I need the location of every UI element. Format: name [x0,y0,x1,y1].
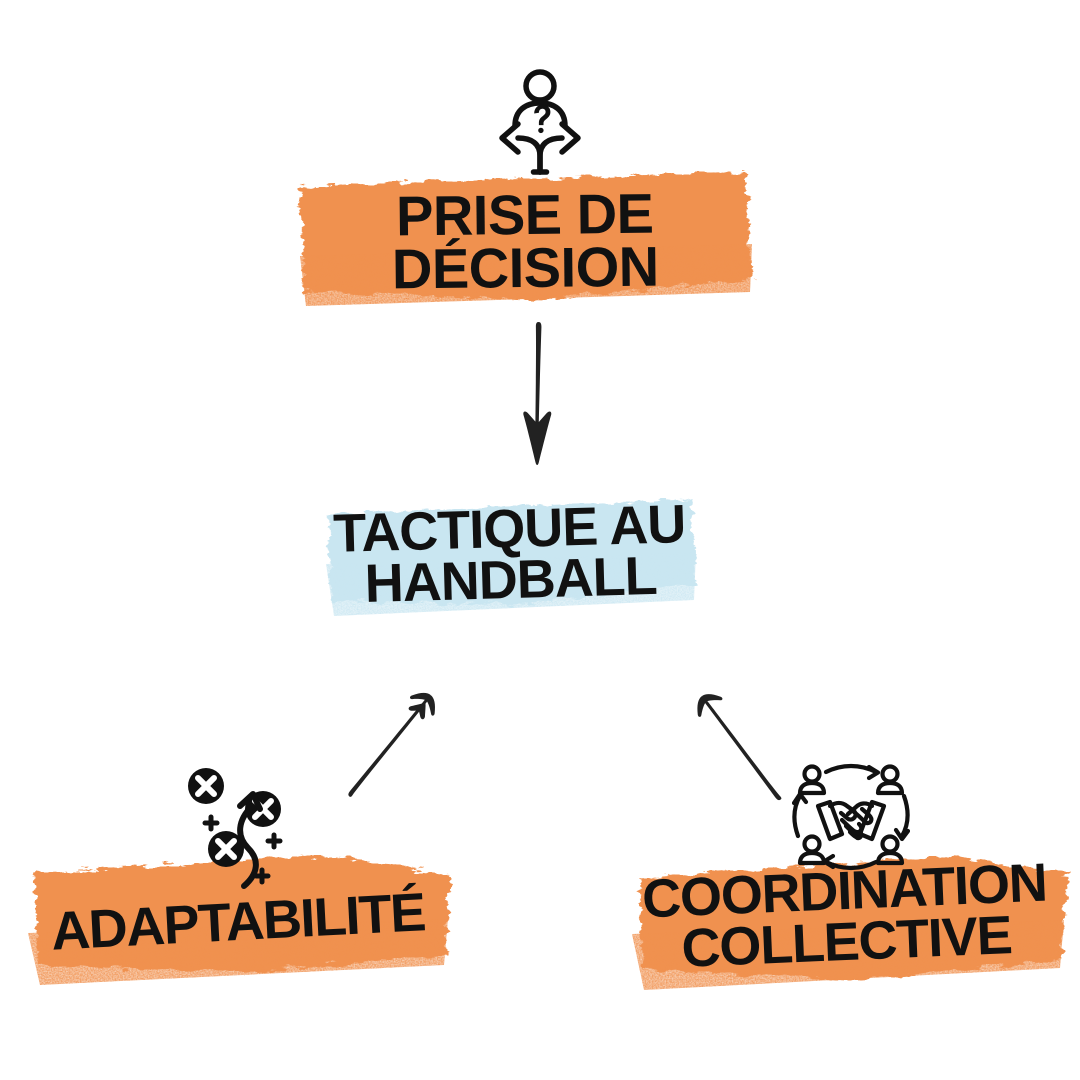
teamwork-handshake-icon [791,762,911,874]
node-label-tactique-au-handball: TACTIQUE AU HANDBALL [332,494,687,615]
node-label-prise-de-decision: PRISE DE DÉCISION [391,181,659,301]
arrow-up-left-icon [672,672,812,820]
node-label-coordination-collective: COORDINATION COLLECTIVE [641,852,1048,980]
arrow-down-icon [490,318,590,468]
tactics-playbook-icon [182,762,297,890]
node-prise-de-decision[interactable]: PRISE DE DÉCISION [290,160,760,320]
node-label-adaptabilite: ADAPTABILITÉ [49,882,427,962]
person-question-three-way-arrow-icon [470,68,610,178]
node-tactique-au-handball[interactable]: TACTIQUE AU HANDBALL [320,492,700,627]
arrow-up-right-icon [322,672,462,820]
